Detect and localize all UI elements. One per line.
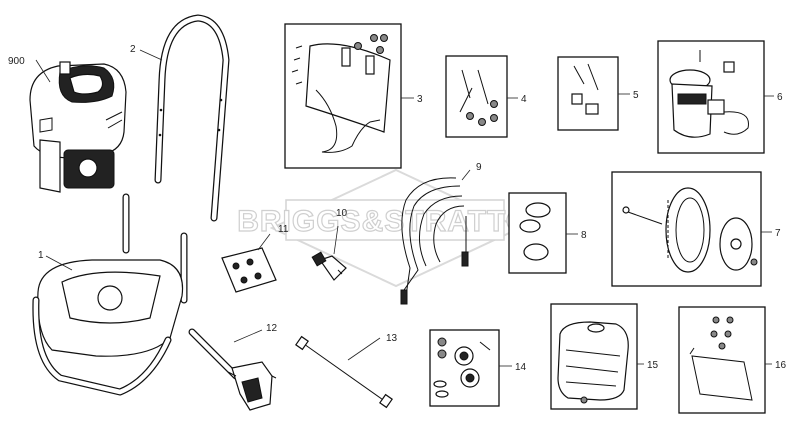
callout-label: 7 bbox=[775, 228, 781, 239]
callout-pump: 6 bbox=[764, 92, 783, 103]
callout-label: 2 bbox=[130, 44, 136, 55]
callout-label: 16 bbox=[775, 360, 787, 371]
callout-label: 12 bbox=[266, 323, 278, 334]
callout-nozzle: 10 bbox=[333, 208, 348, 255]
callout-label: 15 bbox=[647, 360, 659, 371]
callout-bolt-kit: 4 bbox=[507, 94, 527, 105]
callout-label: 1 bbox=[38, 250, 44, 261]
box-bracket-kit[interactable] bbox=[284, 23, 402, 169]
box-bracket-hardware[interactable] bbox=[678, 306, 766, 414]
part-nozzle-tips[interactable] bbox=[221, 247, 277, 293]
callout-bracket-hardware: 16 bbox=[765, 360, 787, 371]
box-pump[interactable] bbox=[657, 40, 765, 154]
part-nozzle[interactable] bbox=[311, 251, 347, 281]
box-wheel-kit[interactable] bbox=[611, 171, 762, 287]
callout-label: 8 bbox=[581, 230, 587, 241]
watermark: BRIGGS&STRATTON bbox=[237, 168, 553, 288]
box-o-ring-kit[interactable] bbox=[508, 192, 567, 274]
callout-spray-gun: 12 bbox=[233, 323, 278, 343]
box-detergent-tank[interactable] bbox=[550, 303, 638, 410]
callout-label: 5 bbox=[633, 90, 639, 101]
callout-frame: 1 bbox=[38, 250, 73, 271]
box-repair-kit[interactable] bbox=[429, 329, 500, 407]
callout-label: 3 bbox=[417, 94, 423, 105]
callout-hardware-kit: 5 bbox=[618, 90, 639, 101]
part-engine[interactable] bbox=[29, 61, 127, 193]
callout-bracket-kit: 3 bbox=[401, 94, 423, 105]
box-hardware-kit[interactable] bbox=[557, 56, 619, 131]
callout-repair-kit: 14 bbox=[499, 362, 527, 373]
callout-label: 9 bbox=[476, 162, 482, 173]
callout-hose: 9 bbox=[461, 162, 482, 181]
callout-label: 10 bbox=[336, 208, 348, 219]
callout-label: 4 bbox=[521, 94, 527, 105]
callout-nozzle-tips: 11 bbox=[257, 224, 289, 251]
part-spray-gun[interactable] bbox=[188, 328, 277, 411]
callout-label: 11 bbox=[278, 224, 289, 235]
callout-label: 14 bbox=[515, 362, 527, 373]
callout-label: 13 bbox=[386, 333, 398, 344]
callout-label: 6 bbox=[777, 92, 783, 103]
box-bolt-kit[interactable] bbox=[445, 55, 508, 138]
part-frame[interactable] bbox=[32, 193, 188, 396]
callout-engine: 900 bbox=[8, 56, 51, 83]
callout-wheel-kit: 7 bbox=[761, 228, 781, 239]
callout-detergent-tank: 15 bbox=[637, 360, 659, 371]
part-wand[interactable] bbox=[295, 335, 393, 409]
watermark-text: BRIGGS&STRATTON bbox=[237, 205, 553, 238]
part-hose[interactable] bbox=[400, 177, 469, 305]
part-handle[interactable] bbox=[154, 14, 230, 222]
callout-o-ring-kit: 8 bbox=[566, 230, 587, 241]
callout-handle: 2 bbox=[130, 44, 163, 61]
callout-wand: 13 bbox=[347, 333, 398, 361]
callout-label: 900 bbox=[8, 56, 25, 67]
